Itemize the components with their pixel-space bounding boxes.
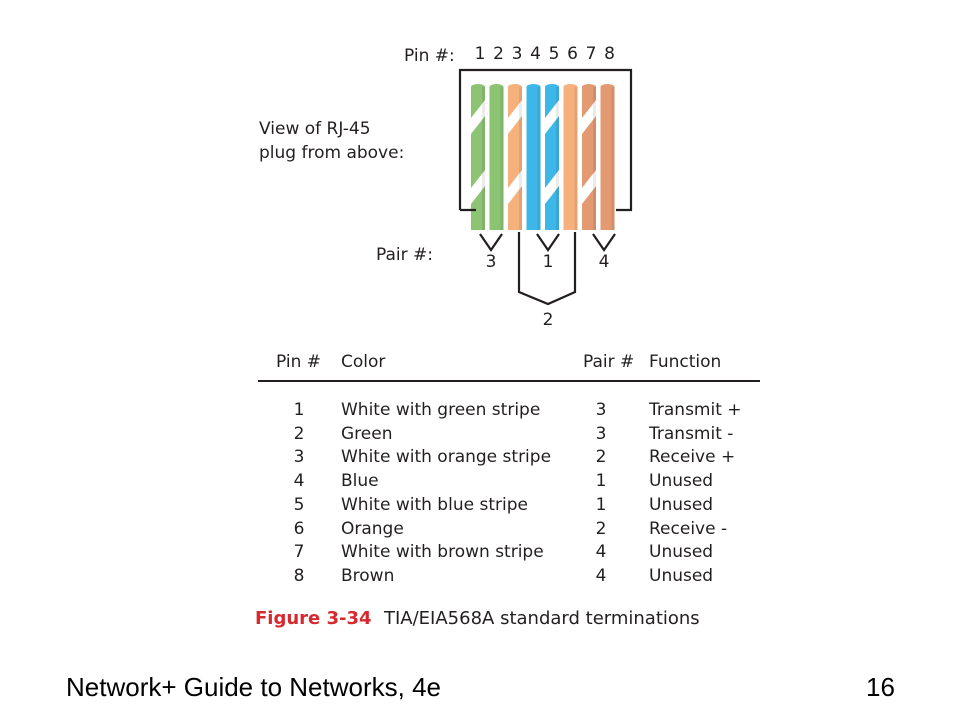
view-label-line1: View of RJ-45 bbox=[259, 119, 371, 139]
pin-number-7: 7 bbox=[585, 44, 597, 64]
pin-number-1: 1 bbox=[474, 44, 486, 64]
cell-function: Transmit + bbox=[649, 400, 742, 420]
cell-color: Brown bbox=[341, 565, 395, 586]
cell-pin: 7 bbox=[293, 542, 305, 563]
cell-function: Transmit - bbox=[649, 423, 734, 444]
pin-number-5: 5 bbox=[548, 44, 560, 64]
table-header-rule bbox=[258, 380, 760, 382]
cell-pin: 6 bbox=[293, 518, 305, 539]
cell-color: Orange bbox=[341, 518, 404, 539]
page-number: 16 bbox=[866, 672, 895, 702]
header-function: Function bbox=[649, 352, 722, 372]
wire-pin-3 bbox=[508, 84, 522, 230]
wire-pin-8 bbox=[600, 84, 615, 230]
cell-pair: 3 bbox=[595, 400, 607, 420]
pair-number-2: 2 bbox=[542, 310, 554, 330]
wire-pin-6 bbox=[563, 84, 578, 230]
wire-pin-7 bbox=[582, 84, 596, 230]
cell-function: Unused bbox=[649, 565, 714, 586]
pin-number-6: 6 bbox=[567, 44, 578, 64]
pair-connectors bbox=[479, 232, 616, 306]
cell-pin: 3 bbox=[293, 447, 305, 468]
plug-outline bbox=[458, 68, 633, 212]
cell-pair: 1 bbox=[595, 471, 607, 492]
wire-group bbox=[471, 84, 615, 230]
footer-book-title: Network+ Guide to Networks, 4e bbox=[66, 672, 441, 702]
pair-number-1: 1 bbox=[542, 252, 554, 272]
pin-number-8: 8 bbox=[604, 44, 615, 64]
cell-color: White with green stripe bbox=[341, 400, 541, 420]
cell-function: Receive - bbox=[649, 518, 728, 539]
header-color: Color bbox=[341, 352, 386, 372]
cell-pin: 1 bbox=[293, 400, 305, 420]
cell-color: White with orange stripe bbox=[341, 447, 552, 468]
connector-pair-2 bbox=[517, 232, 577, 306]
pin-number-3: 3 bbox=[511, 44, 523, 64]
cell-pin: 2 bbox=[293, 423, 305, 444]
pair-label: Pair #: bbox=[376, 245, 433, 265]
cell-color: White with brown stripe bbox=[341, 542, 544, 563]
cell-pair: 2 bbox=[595, 518, 607, 539]
header-pair: Pair # bbox=[583, 352, 635, 372]
pin-number-2: 2 bbox=[493, 44, 504, 64]
view-label-line2: plug from above: bbox=[259, 143, 405, 163]
cell-pair: 4 bbox=[595, 542, 607, 563]
pin-number-4: 4 bbox=[530, 44, 541, 64]
connector-pair-4 bbox=[592, 233, 616, 252]
pair-number-4: 4 bbox=[598, 252, 610, 272]
connector-pair-3 bbox=[479, 233, 503, 252]
cell-function: Unused bbox=[649, 471, 714, 492]
cell-function: Receive + bbox=[649, 447, 736, 468]
cell-pin: 4 bbox=[293, 471, 305, 492]
wire-pin-2 bbox=[489, 84, 504, 230]
figure-label: Figure 3-34 bbox=[255, 608, 372, 629]
cell-function: Unused bbox=[649, 542, 714, 563]
cell-pair: 4 bbox=[595, 565, 607, 586]
cell-color: Blue bbox=[341, 471, 379, 492]
cell-pair: 2 bbox=[595, 447, 607, 468]
cell-pair: 1 bbox=[595, 494, 607, 515]
header-pin: Pin # bbox=[276, 352, 322, 372]
cell-color: Green bbox=[341, 423, 393, 444]
cell-pair: 3 bbox=[595, 423, 607, 444]
cell-pin: 8 bbox=[293, 565, 305, 586]
connector-pair-1 bbox=[536, 233, 560, 252]
cell-pin: 5 bbox=[293, 494, 305, 515]
wire-pin-4 bbox=[526, 84, 541, 230]
cell-color: White with blue stripe bbox=[341, 494, 528, 515]
pair-number-3: 3 bbox=[485, 252, 497, 272]
pin-label: Pin #: bbox=[404, 46, 455, 66]
wire-pin-5 bbox=[545, 84, 559, 230]
wire-pin-1 bbox=[471, 84, 485, 230]
cell-function: Unused bbox=[649, 494, 714, 515]
figure-caption: TIA/EIA568A standard terminations bbox=[384, 608, 700, 629]
